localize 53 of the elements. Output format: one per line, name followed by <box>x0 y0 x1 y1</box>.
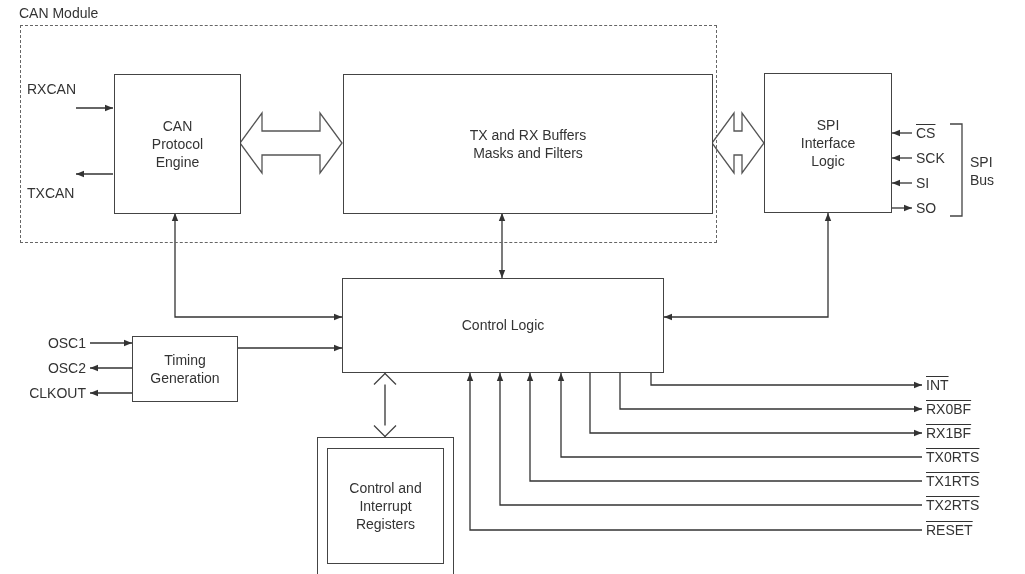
bus-arrow <box>711 111 765 175</box>
arrow <box>89 389 133 397</box>
signal-name: INT <box>926 377 949 393</box>
register-block-frame <box>317 437 454 574</box>
arrow <box>891 129 913 137</box>
bus-label: SPI Bus <box>970 153 996 190</box>
arrow <box>75 170 114 178</box>
arrow <box>496 372 923 506</box>
group-title: CAN Module <box>19 4 99 23</box>
box-label: Control Logic <box>461 316 545 335</box>
arrow <box>373 372 397 438</box>
process-box <box>343 74 713 214</box>
process-box <box>114 74 241 214</box>
signal-name: SO <box>916 200 937 216</box>
arrow <box>171 212 343 321</box>
arrow <box>75 104 114 112</box>
bus-arrow <box>239 111 343 175</box>
arrow <box>619 372 923 413</box>
arrow <box>891 154 913 162</box>
register-box: Control and Interrupt Registers <box>327 448 444 564</box>
box-label: SPI Interface Logic <box>799 115 857 171</box>
box-label: CAN Protocol Engine <box>150 116 205 172</box>
signal-name: TX2RTS <box>926 497 980 513</box>
signal-name: TX0RTS <box>926 449 980 465</box>
signal-name: CS <box>916 125 936 141</box>
arrow <box>663 212 832 321</box>
signal-name: SCK <box>916 150 945 166</box>
arrow <box>237 344 343 352</box>
arrow <box>89 364 133 372</box>
arrow <box>891 179 913 187</box>
signal-name: RXCAN <box>27 81 76 97</box>
arrow <box>650 372 923 389</box>
arrow <box>589 372 923 437</box>
arrow <box>526 372 923 482</box>
arrow <box>891 204 913 212</box>
process-box <box>764 73 892 213</box>
signal-name: SI <box>916 175 930 191</box>
box-label: TX and RX Buffers Masks and Filters <box>468 125 588 163</box>
process-box <box>342 278 664 373</box>
arrow <box>466 372 923 531</box>
signal-name: OSC2 <box>47 360 86 376</box>
signal-name: RX0BF <box>926 401 972 417</box>
process-box <box>132 336 238 402</box>
arrow <box>89 339 133 347</box>
signal-name: CLKOUT <box>29 385 86 401</box>
arrow <box>498 212 506 279</box>
box-label: Timing Generation <box>149 350 221 388</box>
signal-name: TX1RTS <box>926 473 980 489</box>
signal-name: RX1BF <box>926 425 972 441</box>
signal-name: RESET <box>926 522 973 538</box>
signal-name: OSC1 <box>47 335 86 351</box>
signal-name: TXCAN <box>27 184 75 202</box>
arrow <box>557 372 923 458</box>
